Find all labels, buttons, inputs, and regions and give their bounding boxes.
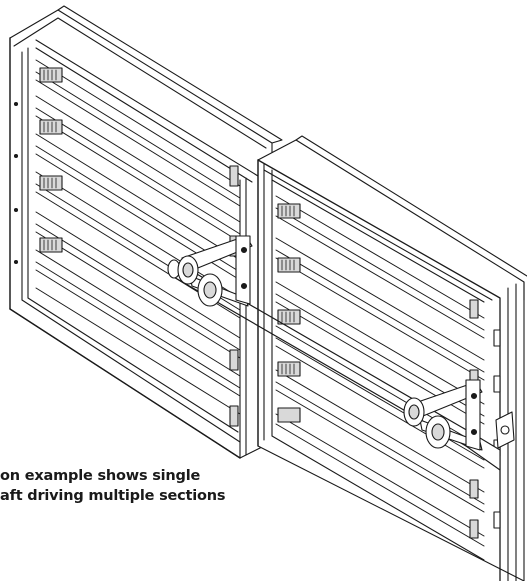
left-hinges [39, 67, 63, 253]
right-blades [275, 195, 485, 547]
left-shaft-coupling [177, 235, 253, 307]
right-hinges [277, 203, 301, 423]
figure-caption: on example shows single aft driving mult… [0, 466, 226, 506]
right-shaft-coupling [403, 379, 515, 451]
caption-line-1: on example shows single [0, 468, 201, 484]
left-blades [35, 59, 241, 415]
right-damper-section [257, 135, 527, 581]
caption-line-2: aft driving multiple sections [0, 488, 226, 504]
left-damper-section [9, 5, 283, 459]
